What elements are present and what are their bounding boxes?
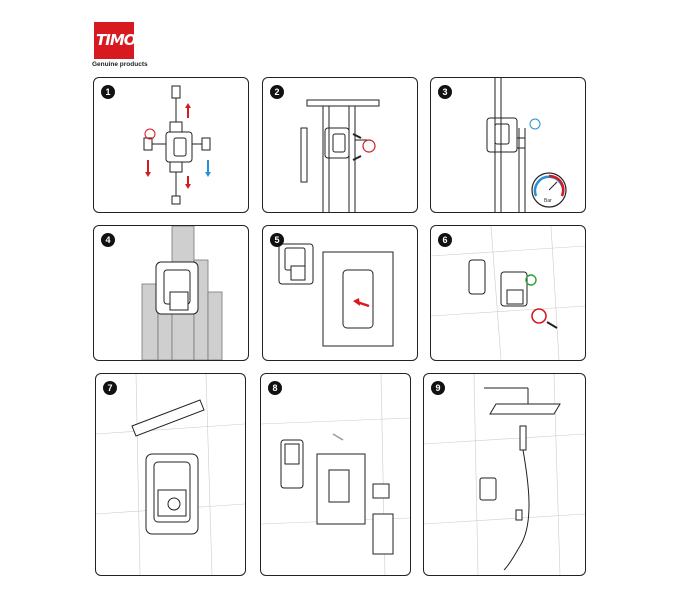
gauge-unit: Bar [544, 198, 552, 204]
step-5-illustration [278, 243, 394, 347]
logo-badge: TIMO [94, 22, 134, 59]
step-panel-9: 9 [423, 373, 586, 576]
step-number-1: 1 [101, 85, 115, 99]
step-6-illustration [431, 226, 585, 360]
step-panel-7: 7 [95, 373, 246, 576]
step-number-6: 6 [438, 233, 452, 247]
step-2-illustration [300, 99, 380, 212]
pressure-gauge-icon: Bar [531, 172, 567, 208]
logo-wordmark: TIMO [96, 31, 134, 49]
logo-tagline: Genuine products [92, 61, 148, 68]
brand-logo: TIMO Genuine products [92, 22, 148, 70]
step-1-illustration [143, 85, 211, 205]
step-panel-2: 2 [262, 77, 418, 213]
step-number-5: 5 [270, 233, 284, 247]
step-panel-1: 1 [93, 77, 249, 213]
step-number-3: 3 [438, 85, 452, 99]
step-9-illustration [424, 374, 585, 575]
step-panel-8: 8 [260, 373, 411, 576]
step-panel-5: 5 [262, 225, 418, 361]
step-number-7: 7 [103, 381, 117, 395]
step-7-illustration [96, 374, 245, 575]
step-panel-6: 6 [430, 225, 586, 361]
step-number-8: 8 [268, 381, 282, 395]
step-number-2: 2 [270, 85, 284, 99]
step-panel-3: 3 Bar [430, 77, 586, 213]
step-4-illustration [141, 226, 223, 360]
step-8-illustration [261, 374, 410, 575]
step-number-9: 9 [431, 381, 445, 395]
step-number-4: 4 [101, 233, 115, 247]
step-panel-4: 4 [93, 225, 249, 361]
step-3-illustration: Bar [486, 78, 567, 212]
